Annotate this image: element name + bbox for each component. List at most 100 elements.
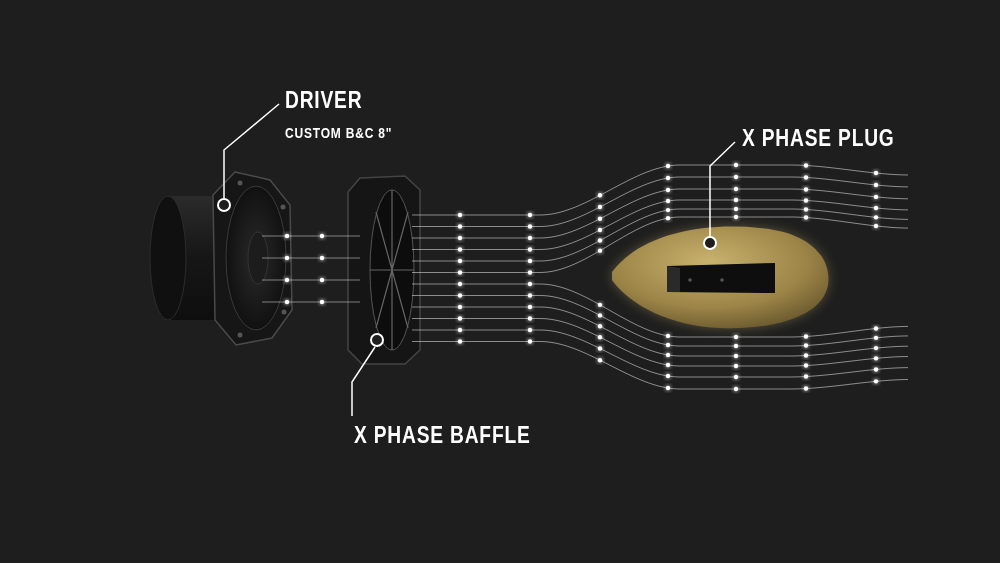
airflow-dot [804, 386, 808, 390]
airflow-dot [804, 353, 808, 357]
airflow-dot [598, 205, 602, 209]
driver-magnet-face [150, 196, 186, 320]
leader-line [710, 142, 735, 236]
airflow-dot [874, 171, 878, 175]
airflow-dot [734, 344, 738, 348]
airflow-dot [874, 336, 878, 340]
airflow-dot [734, 354, 738, 358]
airflow-dot [734, 335, 738, 339]
airflow-dot [598, 346, 602, 350]
callout-marker [704, 237, 716, 249]
airflow-dot [528, 328, 532, 332]
airflow-dot [320, 256, 324, 260]
airflow-dot [734, 364, 738, 368]
airflow-line [412, 165, 908, 215]
airflow-dot [598, 358, 602, 362]
airflow-dot [734, 375, 738, 379]
airflow-dot [458, 236, 462, 240]
airflow-dot [874, 326, 878, 330]
airflow-dot [528, 282, 532, 286]
airflow-dot [598, 248, 602, 252]
airflow-line [412, 177, 908, 227]
airflow-dot [666, 334, 670, 338]
plug-glow [612, 227, 828, 329]
airflow-dot [804, 374, 808, 378]
airflow-dot [598, 313, 602, 317]
airflow-dot [285, 256, 289, 260]
baffle-illustration [348, 176, 420, 364]
airflow-dot [804, 198, 808, 202]
airflow-dot [666, 208, 670, 212]
airflow-dot [734, 207, 738, 211]
airflow-dot [528, 339, 532, 343]
airflow-dot [285, 300, 289, 304]
airflow-lines [262, 163, 908, 391]
callout-marker [371, 334, 383, 346]
leader-line [224, 104, 279, 198]
slot-hole [720, 278, 724, 282]
airflow-dot [804, 187, 808, 191]
plug-slot-side [667, 266, 680, 292]
callout-markers [218, 199, 716, 346]
airflow-dot [666, 199, 670, 203]
callout-marker [218, 199, 230, 211]
phase-plug-illustration [612, 227, 828, 329]
airflow-dot [458, 224, 462, 228]
airflow-dot [598, 303, 602, 307]
airflow-line [412, 330, 908, 377]
airflow-dot [598, 217, 602, 221]
airflow-dot [320, 300, 324, 304]
airflow-dot [874, 367, 878, 371]
airflow-dot [874, 356, 878, 360]
baffle-grille [370, 190, 414, 350]
airflow-dot [666, 386, 670, 390]
airflow-dot [598, 193, 602, 197]
airflow-line [262, 258, 360, 259]
airflow-dot [458, 247, 462, 251]
airflow-dot [320, 278, 324, 282]
screw-hole [238, 333, 243, 338]
airflow-dot [804, 343, 808, 347]
airflow-dot [874, 183, 878, 187]
airflow-dot [458, 270, 462, 274]
airflow-dot [666, 343, 670, 347]
airflow-dot [734, 163, 738, 167]
airflow-dot [458, 305, 462, 309]
baffle-opening [370, 190, 414, 350]
airflow-dot [804, 163, 808, 167]
airflow-dot [666, 216, 670, 220]
airflow-line [262, 236, 360, 237]
airflow-line [412, 319, 908, 367]
phase-plug [612, 227, 828, 329]
airflow-dot [598, 335, 602, 339]
leader-line [352, 347, 375, 416]
airflow-dot [666, 164, 670, 168]
airflow-dot [666, 374, 670, 378]
leader-lines [224, 104, 735, 416]
airflow-dot [528, 213, 532, 217]
airflow-dot [804, 175, 808, 179]
airflow-dot [528, 259, 532, 263]
airflow-dot [874, 346, 878, 350]
airflow-dot [874, 224, 878, 228]
airflow-dot [804, 215, 808, 219]
airflow-line [412, 189, 908, 238]
screw-hole [238, 181, 243, 186]
airflow-dot [458, 293, 462, 297]
airflow-dot [458, 316, 462, 320]
airflow-dot [666, 363, 670, 367]
airflow-dot [734, 198, 738, 202]
airflow-dot [320, 234, 324, 238]
part-label: X PHASE BAFFLE [354, 421, 531, 449]
airflow-dot [874, 379, 878, 383]
airflow-dot [598, 228, 602, 232]
part-subtitle: CUSTOM B&C 8" [285, 124, 392, 141]
airflow-dot [804, 363, 808, 367]
airflow-dot [458, 339, 462, 343]
airflow-dot [734, 215, 738, 219]
airflow-line [412, 342, 908, 390]
airflow-dot [598, 238, 602, 242]
airflow-dot [458, 213, 462, 217]
airflow-line [262, 302, 360, 303]
